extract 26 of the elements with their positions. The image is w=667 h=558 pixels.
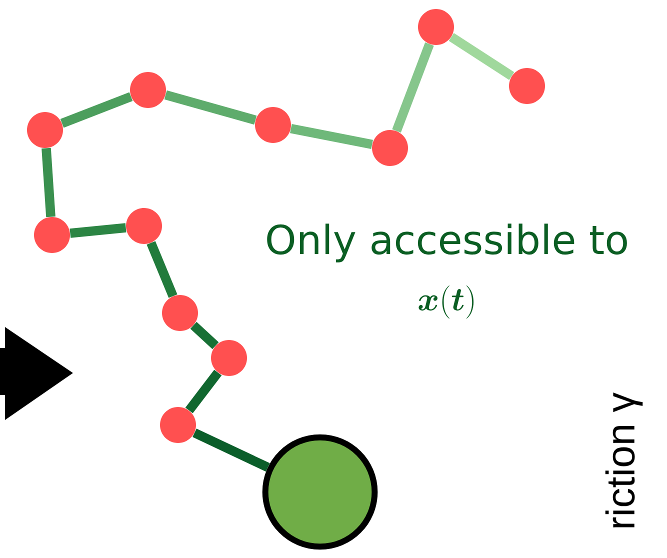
annotation-formula: $\boldsymbol{x}(\boldsymbol{t})$ — [418, 285, 474, 319]
bead — [418, 9, 454, 45]
connector-line — [60, 92, 133, 128]
annotation-text: Only accessible to — [267, 224, 627, 262]
bead — [126, 208, 162, 244]
connector-line — [42, 148, 56, 218]
large-ball — [262, 434, 378, 550]
connector-line — [448, 33, 514, 80]
connector-line — [185, 370, 222, 414]
connector-line — [70, 223, 126, 238]
bead — [255, 107, 291, 143]
connector-line — [164, 90, 257, 125]
bead — [34, 217, 70, 253]
bead — [509, 68, 545, 104]
connector-line — [392, 42, 434, 133]
bead — [372, 130, 408, 166]
axis-label: riction γ — [605, 392, 643, 528]
connector-line — [190, 322, 219, 350]
connector-line — [290, 124, 373, 150]
connector-line — [192, 428, 270, 472]
bead — [162, 295, 198, 331]
bead — [130, 72, 166, 108]
bead — [160, 407, 196, 443]
bead — [211, 340, 247, 376]
connector-line — [146, 241, 178, 298]
bead — [27, 112, 63, 148]
